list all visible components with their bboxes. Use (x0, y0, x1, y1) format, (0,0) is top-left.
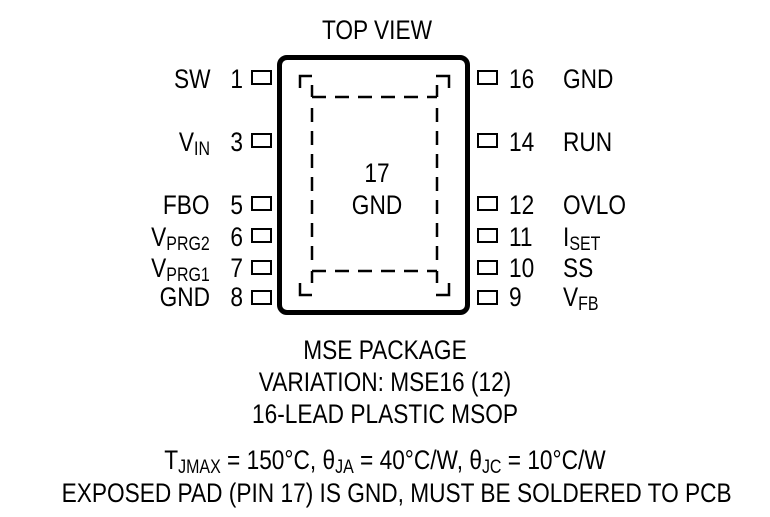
pin-name: GND (563, 64, 614, 94)
pin-name: SW (173, 64, 210, 94)
ic-package-body (277, 55, 470, 315)
pin-name: ISET (563, 222, 601, 255)
pin-name: OVLO (563, 190, 627, 220)
pad-name: GND (351, 190, 403, 220)
pin-lead (251, 260, 272, 275)
pin-name: FBO (163, 190, 210, 220)
pin-number: 8 (230, 282, 243, 312)
package-line-2: VARIATION: MSE16 (12) (258, 367, 512, 397)
pin-lead (251, 70, 272, 85)
pin-number: 6 (230, 222, 243, 252)
pin-number: 16 (509, 64, 535, 94)
pin-number: 11 (509, 222, 533, 252)
pin-lead (251, 133, 272, 148)
top-view-label: TOP VIEW (321, 15, 433, 45)
pin-number: 1 (230, 64, 243, 94)
package-line-3: 16-LEAD PLASTIC MSOP (252, 399, 518, 429)
pin-name: VPRG2 (151, 222, 210, 255)
pin-lead (477, 260, 498, 275)
pin-lead (477, 133, 498, 148)
thermal-specs: TJMAX = 150°C, θJA = 40°C/W, θJC = 10°C/… (164, 445, 606, 478)
pin-name: VPRG1 (151, 253, 210, 286)
pin-number: 12 (509, 190, 535, 220)
pin-name: VIN (178, 127, 210, 160)
pin-lead (477, 228, 498, 243)
pin-number: 10 (509, 253, 535, 283)
pin-lead (251, 228, 272, 243)
pin-number: 7 (230, 253, 243, 283)
pin-lead (477, 290, 498, 305)
pin-number: 3 (230, 127, 243, 157)
pin-lead (251, 290, 272, 305)
pin-name: SS (563, 253, 594, 283)
pin-number: 9 (509, 282, 522, 312)
pad-number: 17 (364, 158, 390, 188)
pin-lead (477, 196, 498, 211)
exposed-pad-note: EXPOSED PAD (PIN 17) IS GND, MUST BE SOL… (61, 478, 732, 508)
pin-number: 5 (230, 190, 243, 220)
pin-lead (251, 196, 272, 211)
pin-name: VFB (563, 282, 599, 315)
pin-name: GND (159, 282, 210, 312)
package-line-1: MSE PACKAGE (303, 335, 467, 365)
pin-lead (477, 70, 498, 85)
pin-number: 14 (509, 127, 535, 157)
pin-name: RUN (563, 127, 613, 157)
